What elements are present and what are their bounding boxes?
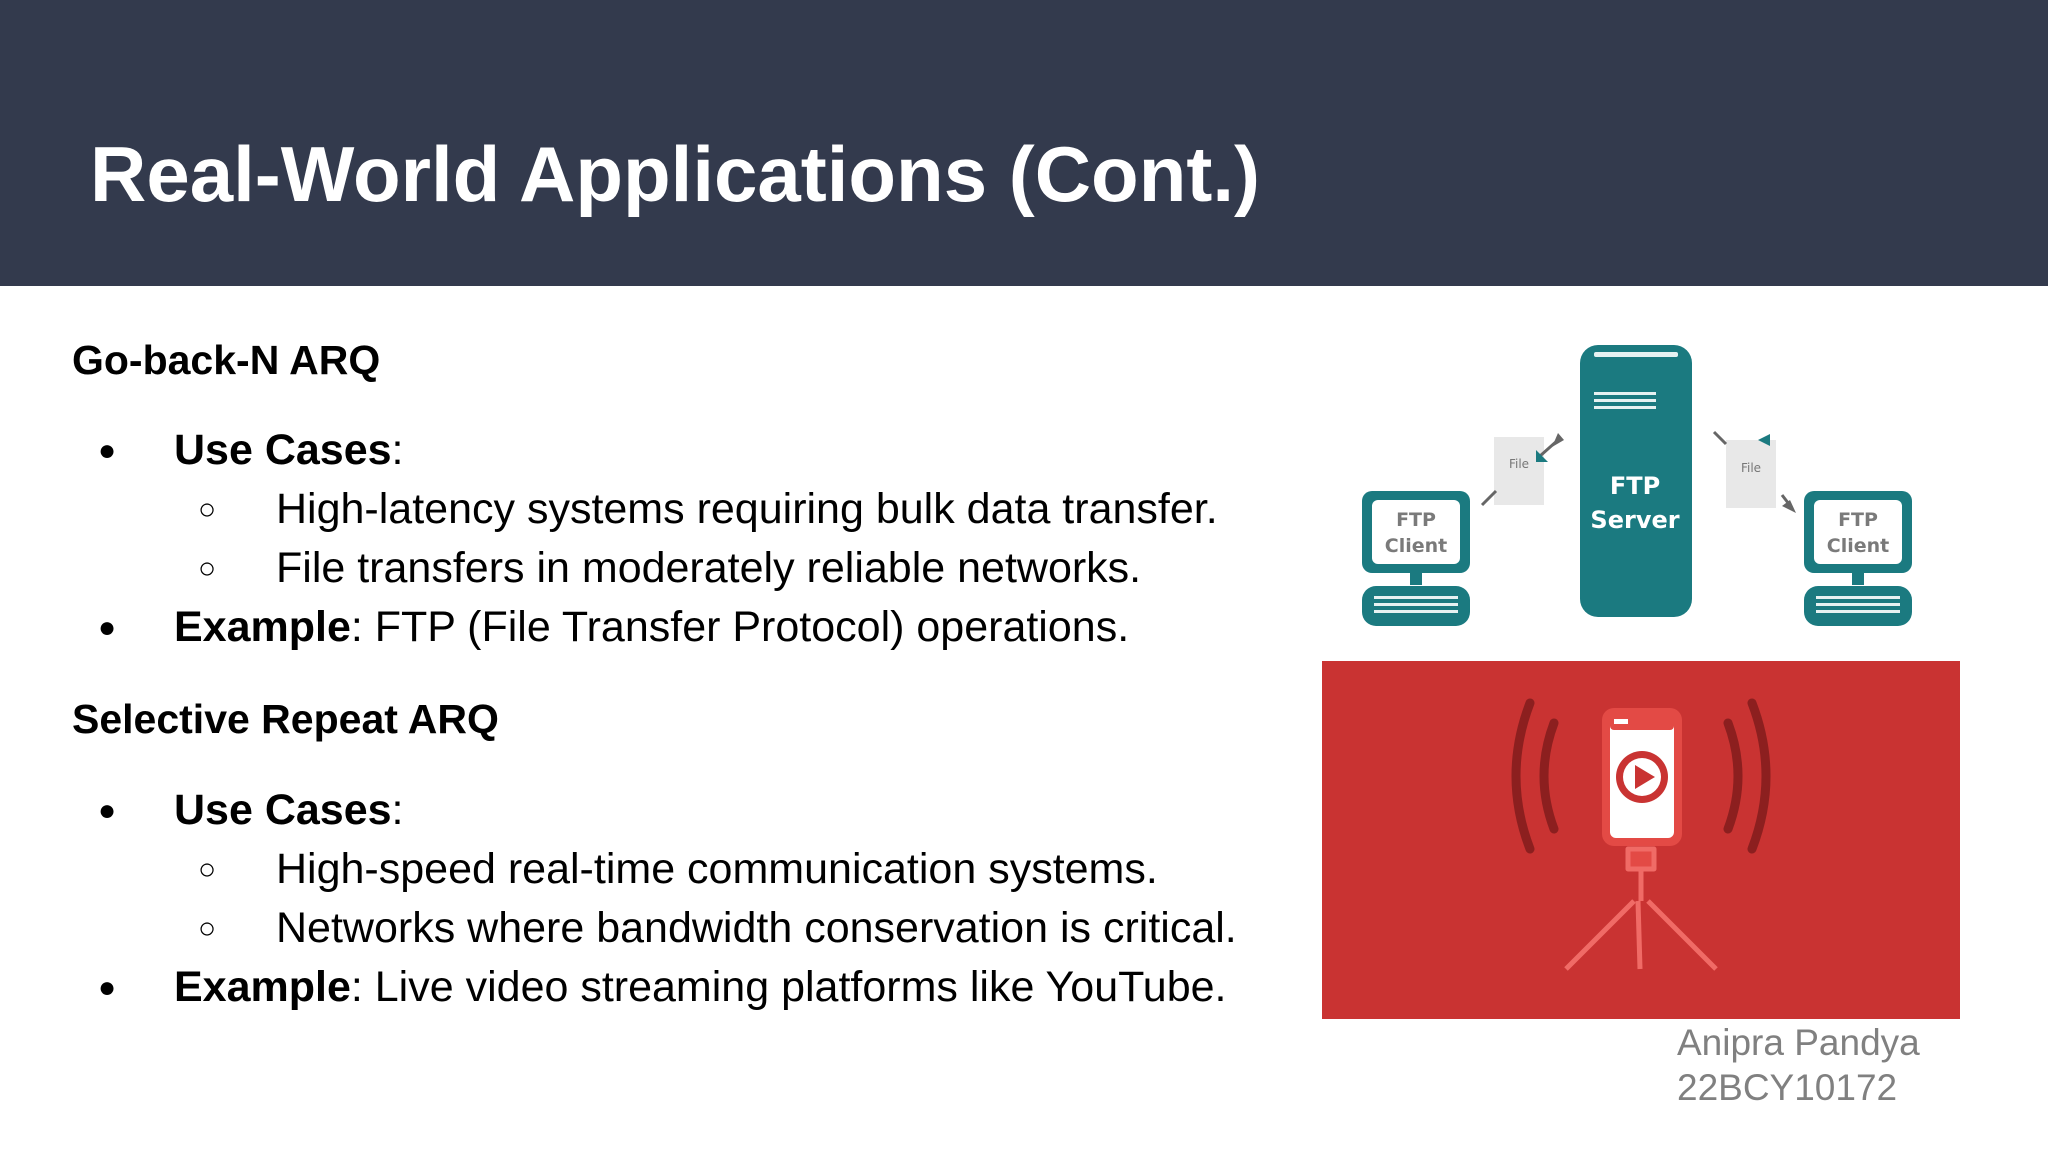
slide-header: Real-World Applications (Cont.) — [0, 0, 2048, 286]
sub-bullet-circle: ○ — [198, 912, 217, 945]
file-label: File — [1741, 461, 1761, 475]
sub-bullet-circle: ○ — [198, 493, 217, 526]
bullet-dot: ● — [98, 794, 117, 827]
example-text: : Live video streaming platforms like Yo… — [350, 963, 1227, 1011]
bullet-example: ● Example: Live video streaming platforms… — [72, 958, 1302, 1017]
client-label-2: Client — [1827, 535, 1889, 557]
bullet-list: ●Use Cases: ○High-latency systems requir… — [72, 421, 1302, 657]
section-go-back-n: Go-back-N ARQ ●Use Cases: ○High-latency … — [72, 330, 1302, 657]
smartphone-icon — [1602, 708, 1682, 846]
use-case-text: Networks where bandwidth conservation is… — [276, 904, 1237, 952]
bullet-example: ● Example: FTP (File Transfer Protocol) o… — [72, 598, 1302, 657]
author-name: Anipra Pandya — [1677, 1022, 1920, 1063]
use-case-text: High-latency systems requiring bulk data… — [276, 485, 1218, 533]
live-streaming-svg — [1322, 661, 1960, 1019]
file-right-icon: File — [1712, 430, 1796, 513]
ftp-client-left-icon: FTP Client — [1362, 491, 1470, 626]
sub-bullet: ○ High-latency systems requiring bulk dat… — [72, 480, 1302, 539]
sub-bullet: ○ High-speed real-time communication syst… — [72, 840, 1302, 899]
author-id: 22BCY10172 — [1677, 1067, 1898, 1108]
file-left-icon: File — [1480, 433, 1564, 507]
example-label: Example — [174, 603, 351, 651]
server-label-1: FTP — [1610, 472, 1660, 500]
section-heading: Selective Repeat ARQ — [72, 696, 499, 742]
file-label: File — [1509, 457, 1529, 471]
author-credit: Anipra Pandya 22BCY10172 — [1677, 1020, 1920, 1110]
client-label-2: Client — [1385, 535, 1447, 557]
sub-bullet: ○ Networks where bandwidth conservation i… — [72, 899, 1276, 958]
tripod-icon — [1564, 846, 1718, 971]
bullet-use-cases: ●Use Cases: — [72, 781, 1302, 840]
ftp-diagram: FTP Server FTP Client FTP Client — [1330, 330, 1960, 660]
example-text: : FTP (File Transfer Protocol) operation… — [350, 603, 1130, 651]
client-label-1: FTP — [1838, 509, 1878, 531]
server-label-2: Server — [1590, 506, 1679, 534]
example-label: Example — [174, 963, 351, 1011]
slide-content: Go-back-N ARQ ●Use Cases: ○High-latency … — [72, 330, 1302, 1017]
bullet-dot: ● — [98, 434, 117, 467]
section-selective-repeat: Selective Repeat ARQ ●Use Cases: ○High-s… — [72, 689, 1302, 1017]
ftp-server-icon: FTP Server — [1580, 345, 1692, 617]
sub-bullet-circle: ○ — [198, 853, 217, 886]
sub-bullet: ○ File transfers in moderately reliable n… — [72, 539, 1302, 598]
use-cases-label: Use Cases — [174, 786, 392, 834]
slide-title: Real-World Applications (Cont.) — [90, 130, 1260, 218]
ftp-diagram-svg: FTP Server FTP Client FTP Client — [1362, 345, 1912, 626]
live-streaming-illustration — [1322, 661, 1960, 1019]
ftp-client-right-icon: FTP Client — [1804, 491, 1912, 626]
play-icon — [1635, 765, 1655, 789]
client-label-1: FTP — [1396, 509, 1436, 531]
use-case-text: File transfers in moderately reliable ne… — [276, 544, 1142, 592]
bullet-use-cases: ●Use Cases: — [72, 421, 1302, 480]
use-case-text: High-speed real-time communication syste… — [276, 845, 1158, 893]
broadcast-waves-icon — [1511, 698, 1771, 854]
use-cases-label: Use Cases — [174, 426, 392, 474]
sub-bullet-circle: ○ — [198, 552, 217, 585]
section-heading: Go-back-N ARQ — [72, 337, 381, 383]
bullet-list: ●Use Cases: ○High-speed real-time commun… — [72, 781, 1302, 1017]
bullet-dot: ● — [98, 971, 117, 1004]
bullet-dot: ● — [98, 611, 117, 644]
